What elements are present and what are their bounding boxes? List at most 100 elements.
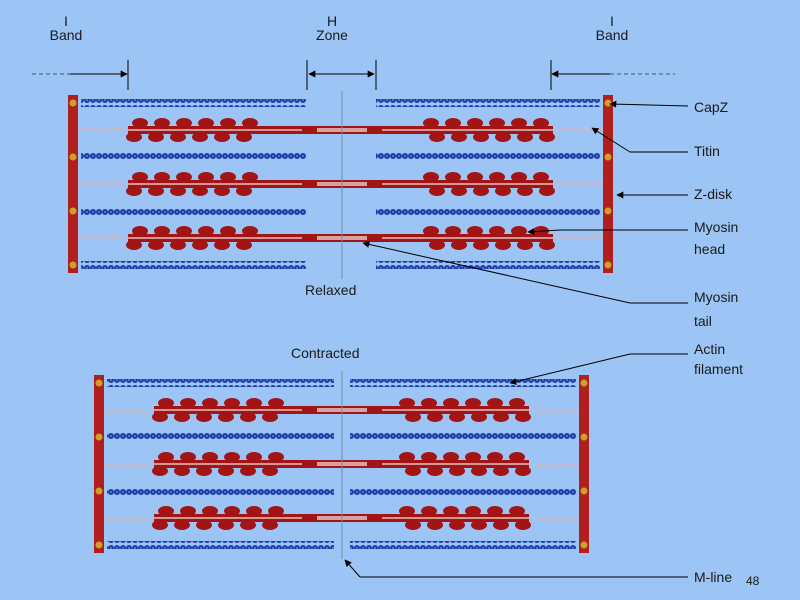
h-zone-line1: H [326,13,338,29]
myosin-head [495,132,511,142]
myosin-tail-label: Myosin tail [694,285,738,333]
myosin-head [224,452,240,462]
actin-filament [376,207,600,215]
myosin-head [489,226,505,236]
capz [604,153,612,161]
myosin-head [214,132,230,142]
myosin-head [176,172,192,182]
actin-filament [81,153,306,161]
myosin-head [471,520,487,530]
myosin-head [429,186,445,196]
capz [95,541,103,549]
myosin-head [152,412,168,422]
m-line-label: M-line [694,569,733,585]
titin [78,127,123,133]
actin-filament [350,379,576,387]
i-band-right-label: I Band [590,14,634,42]
myosin-head [152,520,168,530]
myosin-head [539,240,555,250]
myosin-head [170,240,186,250]
myosin-tail-highlight [382,183,553,185]
titin [534,461,579,467]
myosin-head [154,118,170,128]
myosin-head [421,506,437,516]
myosin-head [268,452,284,462]
myosin-head [449,520,465,530]
capz [69,261,77,269]
titin [558,235,603,241]
myosin-head [126,132,142,142]
myosin-head [126,186,142,196]
myosin-head [154,172,170,182]
myosin-head [421,398,437,408]
myosin-head [471,412,487,422]
actin-filament [350,487,576,495]
capz-label: CapZ [694,99,729,115]
myosin-head [451,132,467,142]
myosin-head [154,226,170,236]
myosin-head [487,506,503,516]
myosin-head [473,186,489,196]
myosin-head [224,506,240,516]
titin [558,127,603,133]
myosin-head [539,132,555,142]
myosin-tail-highlight [382,237,553,239]
myosin-head [429,240,445,250]
myosin-head [533,172,549,182]
myosin-head [240,466,256,476]
myosin-head [236,132,252,142]
actin-filament-line1: Actin [694,341,726,357]
myosin-tail-highlight [382,129,553,131]
myosin-head [158,452,174,462]
capz [580,487,588,495]
myosin-head [423,226,439,236]
myosin-head [218,520,234,530]
myosin-head [493,412,509,422]
myosin-tail-highlight [382,409,529,411]
myosin-head [427,466,443,476]
myosin-head [198,226,214,236]
myosin-head [246,398,262,408]
myosin-head [399,452,415,462]
capz [580,541,588,549]
h-zone-line2: Zone [316,27,348,43]
myosin-head [511,226,527,236]
capz [69,207,77,215]
capz [604,261,612,269]
z-disk [68,95,78,273]
myosin-head [443,452,459,462]
myosin-head [198,118,214,128]
myosin-head [423,118,439,128]
myosin-head [511,118,527,128]
myosin-head [202,506,218,516]
z-disk [603,95,613,273]
z-disk [94,375,104,553]
myosin-head [423,172,439,182]
capz [69,153,77,161]
myosin-head [262,520,278,530]
myosin-head [132,118,148,128]
titin [104,461,149,467]
myosin-tail-highlight [382,517,529,519]
myosin-head [487,452,503,462]
myosin-tail-line1: Myosin [694,289,739,305]
actin-filament [376,99,600,107]
myosin-head [174,466,190,476]
page-number: 48 [746,574,760,588]
myosin-head [445,118,461,128]
myosin-head [465,452,481,462]
actin-filament [376,261,600,269]
actin-filament-line2: filament [694,361,744,377]
myosin-head-line1: Myosin [694,219,739,235]
myosin-head [493,466,509,476]
myosin-head [443,506,459,516]
actin-filament-label: Actin filament [694,339,743,379]
myosin-head [180,398,196,408]
myosin-head [489,118,505,128]
myosin-head [451,240,467,250]
relaxed-sarcomere [68,91,613,279]
myosin-head [152,466,168,476]
myosin-head [242,172,258,182]
myosin-head [467,118,483,128]
